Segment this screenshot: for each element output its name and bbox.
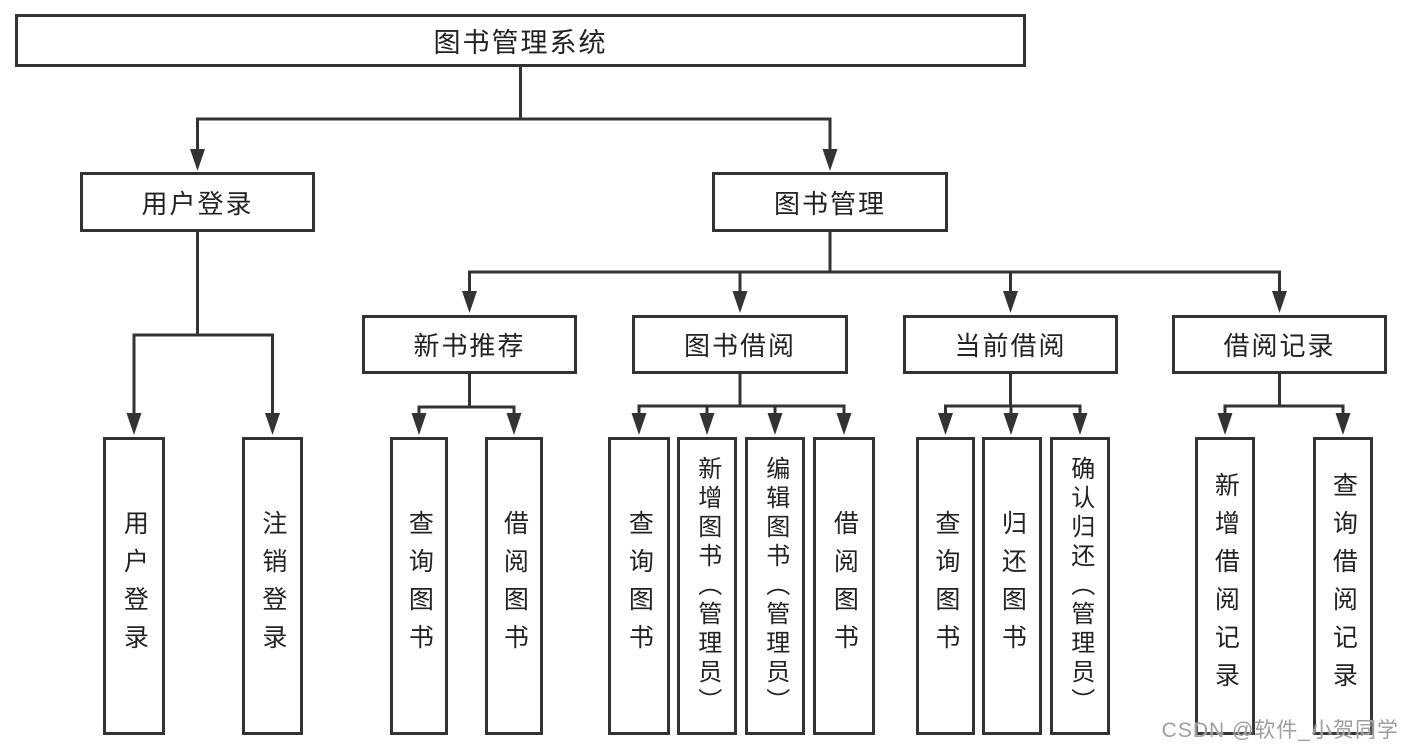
leaf-label: 借阅图书 [500,510,529,662]
leaf-label: 新增图书（管理员） [693,455,721,717]
node-book-management: 图书管理 [712,172,948,232]
leaf-label: 归还图书 [998,510,1027,662]
leaf-label: 新增借阅记录 [1211,472,1240,700]
node-leaf-query-books-1: 查询图书 [390,437,448,735]
node-leaf-query-books-3: 查询图书 [916,437,975,735]
leaf-label: 查询图书 [931,510,960,662]
leaf-label: 确认归还（管理员） [1066,455,1094,717]
leaf-label: 注销登录 [258,510,287,662]
node-leaf-borrow-books-1: 借阅图书 [485,437,543,735]
node-root: 图书管理系统 [15,14,1026,67]
leaf-label: 查询借阅记录 [1329,472,1358,700]
csdn-watermark: CSDN @软件_小贺同学 [1161,719,1399,742]
leaf-label: 借阅图书 [830,510,859,662]
node-new-book-recommendation: 新书推荐 [362,315,577,374]
node-leaf-add-books-admin: 新增图书（管理员） [677,437,737,735]
node-leaf-borrow-books-2: 借阅图书 [813,437,875,735]
node-current-borrowing: 当前借阅 [903,315,1118,374]
node-leaf-add-borrowing-record: 新增借阅记录 [1195,437,1255,735]
node-leaf-return-books: 归还图书 [982,437,1042,735]
leaf-label: 编辑图书（管理员） [761,455,789,717]
node-leaf-edit-books-admin: 编辑图书（管理员） [745,437,805,735]
leaf-label: 用户登录 [120,510,149,662]
node-leaf-query-books-2: 查询图书 [608,437,670,735]
node-leaf-user-login: 用户登录 [103,437,165,735]
leaf-label: 查询图书 [405,510,434,662]
node-leaf-logout: 注销登录 [242,437,303,735]
node-leaf-confirm-return-admin: 确认归还（管理员） [1050,437,1110,735]
node-book-borrowing: 图书借阅 [632,315,848,374]
node-user-login: 用户登录 [80,172,315,232]
leaf-label: 查询图书 [625,510,654,662]
node-leaf-query-borrowing-record: 查询借阅记录 [1313,437,1373,735]
node-borrowing-records: 借阅记录 [1172,315,1387,374]
